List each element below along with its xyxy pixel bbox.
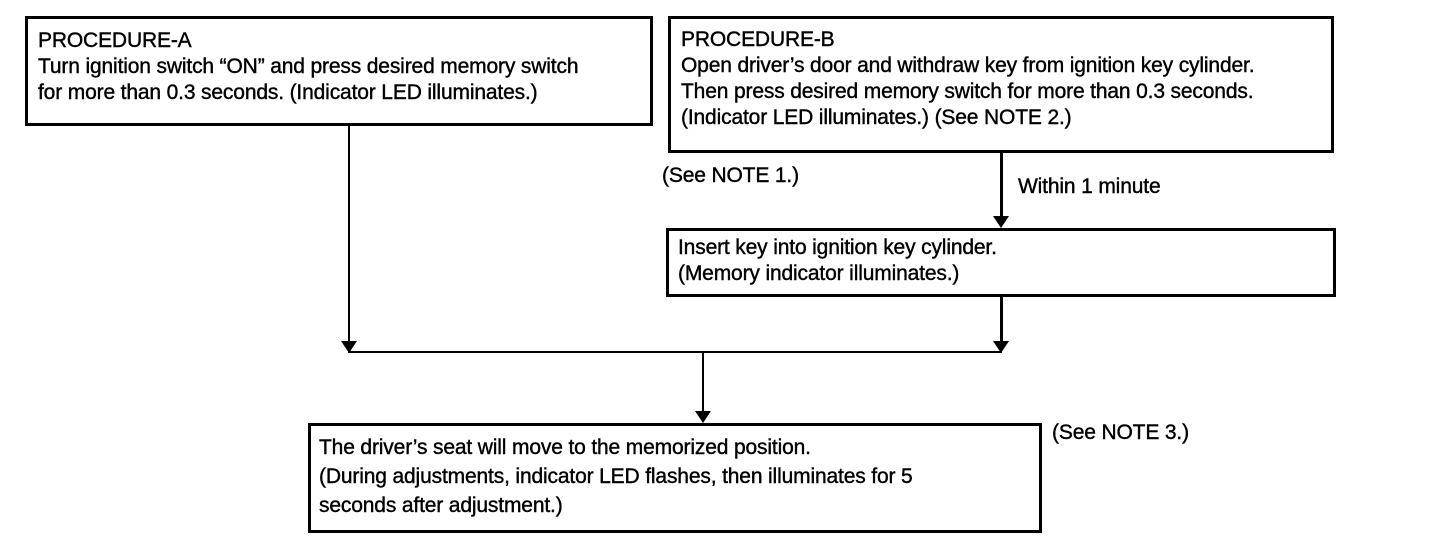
- insert-key-text-line-1: Insert key into ignition key cylinder.: [678, 236, 997, 259]
- procedure-b-text-line-1: Open driver’s door and withdraw key from…: [681, 54, 1255, 77]
- arrow-down-icon: [993, 341, 1009, 353]
- procedure-b-text-line-3: (Indicator LED illuminates.) (See NOTE 2…: [681, 106, 1072, 129]
- procedure-a-title: PROCEDURE-A: [38, 29, 192, 52]
- procedure-b-title: PROCEDURE-B: [681, 28, 835, 51]
- result-text-line-3: seconds after adjustment.): [319, 494, 563, 517]
- insert-key-box: Insert key into ignition key cylinder. (…: [666, 228, 1336, 297]
- connector-result-stem: [702, 353, 704, 413]
- arrow-down-icon: [993, 216, 1009, 228]
- connector-procedure-b-stem: [1000, 152, 1003, 218]
- connector-procedure-a-stem: [348, 125, 350, 343]
- arrow-down-icon: [695, 411, 711, 423]
- result-text-line-1: The driver’s seat will move to the memor…: [319, 436, 811, 459]
- procedure-a-box: PROCEDURE-A Turn ignition switch “ON” an…: [25, 16, 653, 126]
- procedure-a-text-line-2: for more than 0.3 seconds. (Indicator LE…: [38, 81, 538, 104]
- within-1-minute-label: Within 1 minute: [1018, 175, 1161, 198]
- procedure-b-text-line-2: Then press desired memory switch for mor…: [681, 80, 1254, 103]
- result-box: The driver’s seat will move to the memor…: [308, 423, 1042, 533]
- see-note-3-label: (See NOTE 3.): [1052, 421, 1189, 444]
- result-text-line-2: (During adjustments, indicator LED flash…: [319, 465, 913, 488]
- connector-junction-line: [348, 351, 1002, 353]
- procedure-a-text-line-1: Turn ignition switch “ON” and press desi…: [38, 55, 579, 78]
- see-note-1-label: (See NOTE 1.): [662, 164, 799, 187]
- insert-key-text-line-2: (Memory indicator illuminates.): [678, 262, 960, 285]
- connector-insert-key-stem: [1000, 297, 1003, 343]
- arrow-down-icon: [341, 341, 357, 353]
- procedure-b-box: PROCEDURE-B Open driver’s door and withd…: [668, 16, 1334, 153]
